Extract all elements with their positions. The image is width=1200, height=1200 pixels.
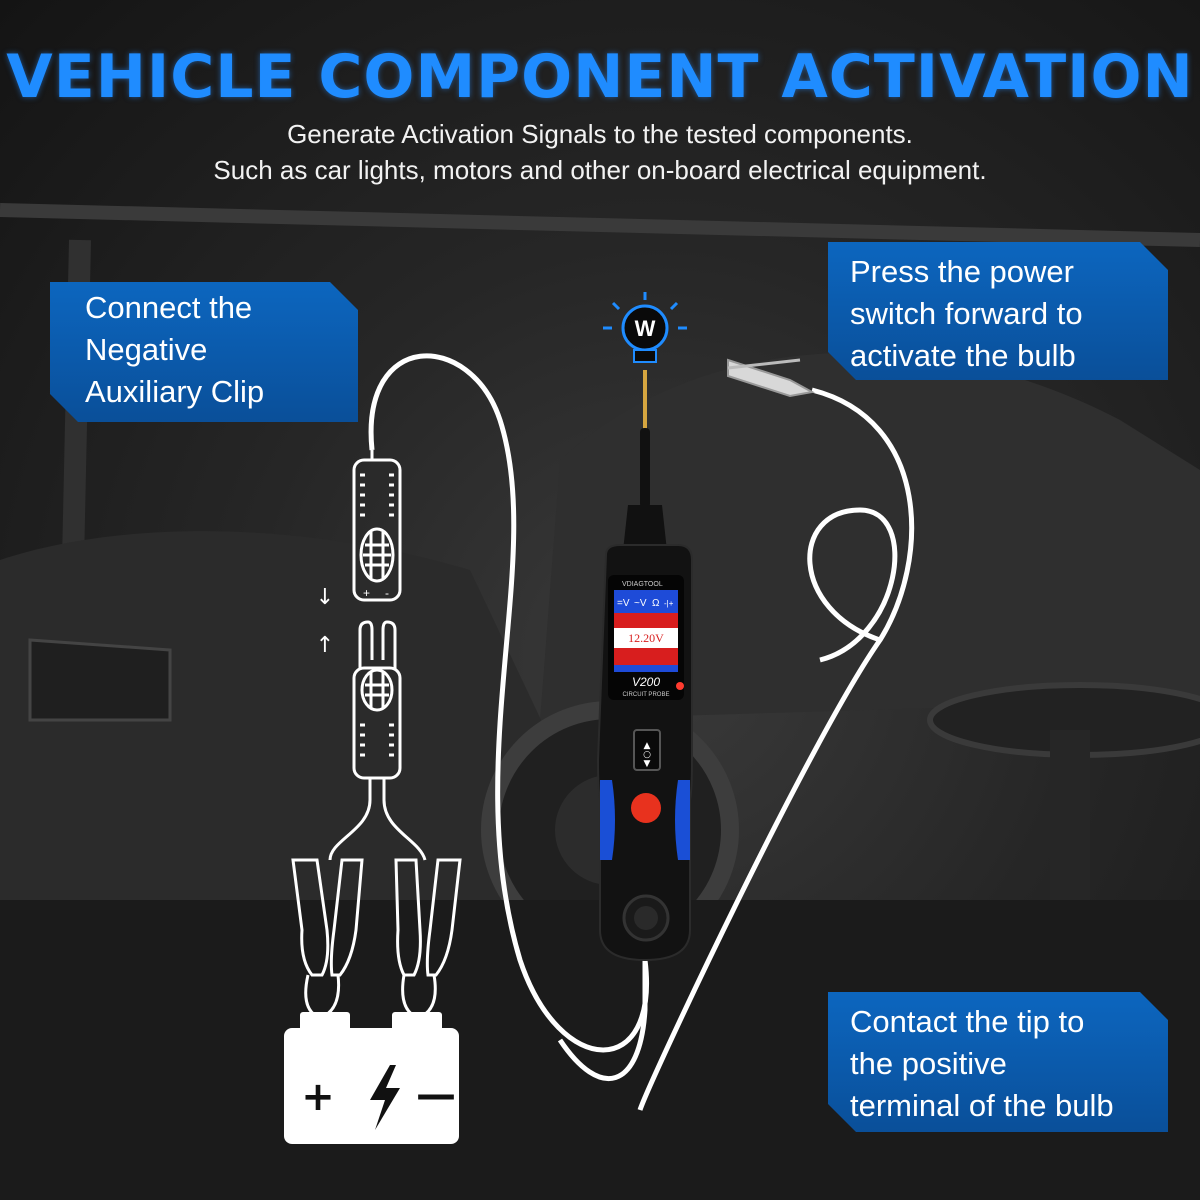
switch-arrow-icon: ▲	[644, 741, 651, 751]
screen-reading: 12.20V	[628, 631, 664, 645]
battery-icon	[284, 1012, 459, 1144]
callout-line: Negative	[85, 332, 208, 367]
subtitle-line-2: Such as car lights, motors and other on-…	[213, 155, 987, 185]
battery-plus-symbol: +	[301, 1074, 335, 1120]
callout-line: Contact the tip to	[850, 1004, 1085, 1039]
bulb-icon	[603, 292, 687, 363]
connector-minus-label: -	[385, 586, 389, 600]
subtitle-line-1: Generate Activation Signals to the teste…	[287, 119, 913, 149]
connector-plus-label: +	[363, 586, 370, 600]
callout-line: the positive	[850, 1046, 1007, 1081]
arrow-up-icon: ↑	[316, 633, 334, 658]
callout-negative-clip: Connect the Negative Auxiliary Clip	[50, 282, 358, 422]
callout-line: terminal of the bulb	[850, 1088, 1114, 1123]
callout-power-switch: Press the power switch forward to activa…	[828, 242, 1168, 380]
cable-icon	[637, 387, 915, 1111]
page-title: VEHICLE COMPONENT ACTIVATION	[6, 42, 1194, 112]
callout-line: Connect the	[85, 290, 253, 325]
circuit-probe-device	[596, 544, 693, 962]
battery-minus-symbol: —	[416, 1072, 456, 1118]
device-model-sub: CIRCUIT PROBE	[623, 692, 670, 698]
switch-dot-icon: ○	[643, 750, 651, 760]
callout-line: activate the bulb	[850, 338, 1076, 373]
alligator-clamp-right-icon	[394, 858, 462, 1020]
screen-tab-acv: ~V	[634, 598, 647, 609]
cable-icon	[368, 353, 649, 1053]
screen-tab-diode: -|+	[664, 599, 674, 608]
callout-contact-tip: Contact the tip to the positive terminal…	[828, 992, 1168, 1132]
bulb-letter: W	[635, 316, 656, 341]
switch-arrow-down-icon: ▼	[644, 759, 651, 769]
screen-tab-dcv: =V	[617, 598, 630, 609]
connector-bottom-icon	[328, 620, 427, 861]
device-model: V200	[632, 675, 660, 689]
callout-line: Auxiliary Clip	[85, 374, 265, 409]
cable-icon	[557, 950, 648, 1082]
device-brand: VDIAGTOOL	[622, 581, 663, 588]
alligator-clip-icon	[727, 358, 815, 398]
connector-top-icon	[352, 450, 402, 602]
screen-tab-ohm: Ω	[652, 598, 660, 609]
arrow-down-icon: ↓	[316, 585, 334, 610]
alligator-clamp-left-icon	[291, 858, 364, 1020]
callout-line: Press the power	[850, 254, 1074, 289]
callout-line: switch forward to	[850, 296, 1083, 331]
